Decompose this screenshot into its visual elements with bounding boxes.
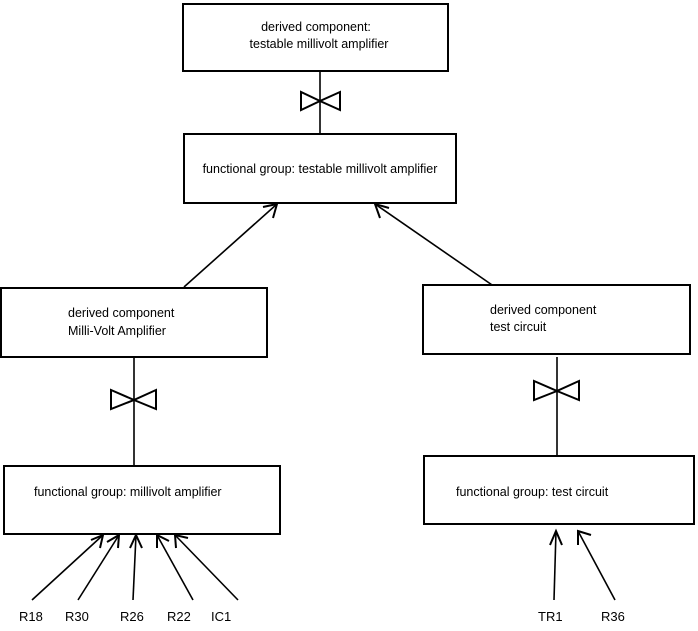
- node-left-derived-component[interactable]: derived component Milli-Volt Amplifier: [0, 287, 268, 358]
- node-right-functional-label: functional group: test circuit: [456, 485, 609, 499]
- node-right-derived-component[interactable]: derived component test circuit: [422, 284, 691, 355]
- bowtie-icon: [533, 379, 580, 402]
- node-right-derived-line2: test circuit: [490, 320, 547, 334]
- bowtie-icon: [300, 90, 341, 112]
- part-label-r22: R22: [167, 609, 191, 624]
- part-labels-left: R18 R30 R26 R22 IC1: [19, 609, 231, 624]
- part-label-r36: R36: [601, 609, 625, 624]
- part-label-r18: R18: [19, 609, 43, 624]
- generalization-edge-left: [183, 202, 279, 288]
- composition-edge-left: [110, 357, 157, 466]
- node-left-derived-line1: derived component: [68, 306, 175, 320]
- part-labels-right: TR1 R36: [538, 609, 625, 624]
- part-label-r26: R26: [120, 609, 144, 624]
- bowtie-icon: [110, 388, 157, 411]
- node-top-derived-line1: derived component:: [261, 20, 371, 34]
- part-arrow-r30: [77, 533, 121, 601]
- part-arrows-right: [549, 528, 616, 601]
- node-left-functional-label: functional group: millivolt amplifier: [34, 485, 222, 499]
- node-top-functional-label: functional group: testable millivolt amp…: [203, 162, 438, 176]
- node-top-functional-group[interactable]: functional group: testable millivolt amp…: [183, 133, 457, 204]
- part-label-r30: R30: [65, 609, 89, 624]
- part-arrows-left: [31, 532, 239, 601]
- generalization-edge-right: [373, 202, 496, 288]
- node-right-functional-group[interactable]: functional group: test circuit: [423, 455, 695, 525]
- part-arrow-ic1: [173, 533, 239, 601]
- part-label-tr1: TR1: [538, 609, 563, 624]
- node-top-derived-line2: testable millivolt amplifier: [250, 37, 389, 51]
- node-left-derived-line2: Milli-Volt Amplifier: [68, 324, 166, 338]
- part-arrow-r26: [129, 532, 143, 601]
- node-left-functional-group[interactable]: functional group: millivolt amplifier: [3, 465, 281, 535]
- part-arrow-r18: [31, 533, 105, 601]
- composition-edge-right: [533, 357, 580, 466]
- part-arrow-tr1: [549, 528, 563, 601]
- part-arrow-r36: [577, 529, 616, 601]
- node-top-derived-component[interactable]: derived component: testable millivolt am…: [182, 3, 449, 72]
- node-right-derived-line1: derived component: [490, 303, 597, 317]
- part-label-ic1: IC1: [211, 609, 231, 624]
- composition-edge-top: [300, 71, 341, 134]
